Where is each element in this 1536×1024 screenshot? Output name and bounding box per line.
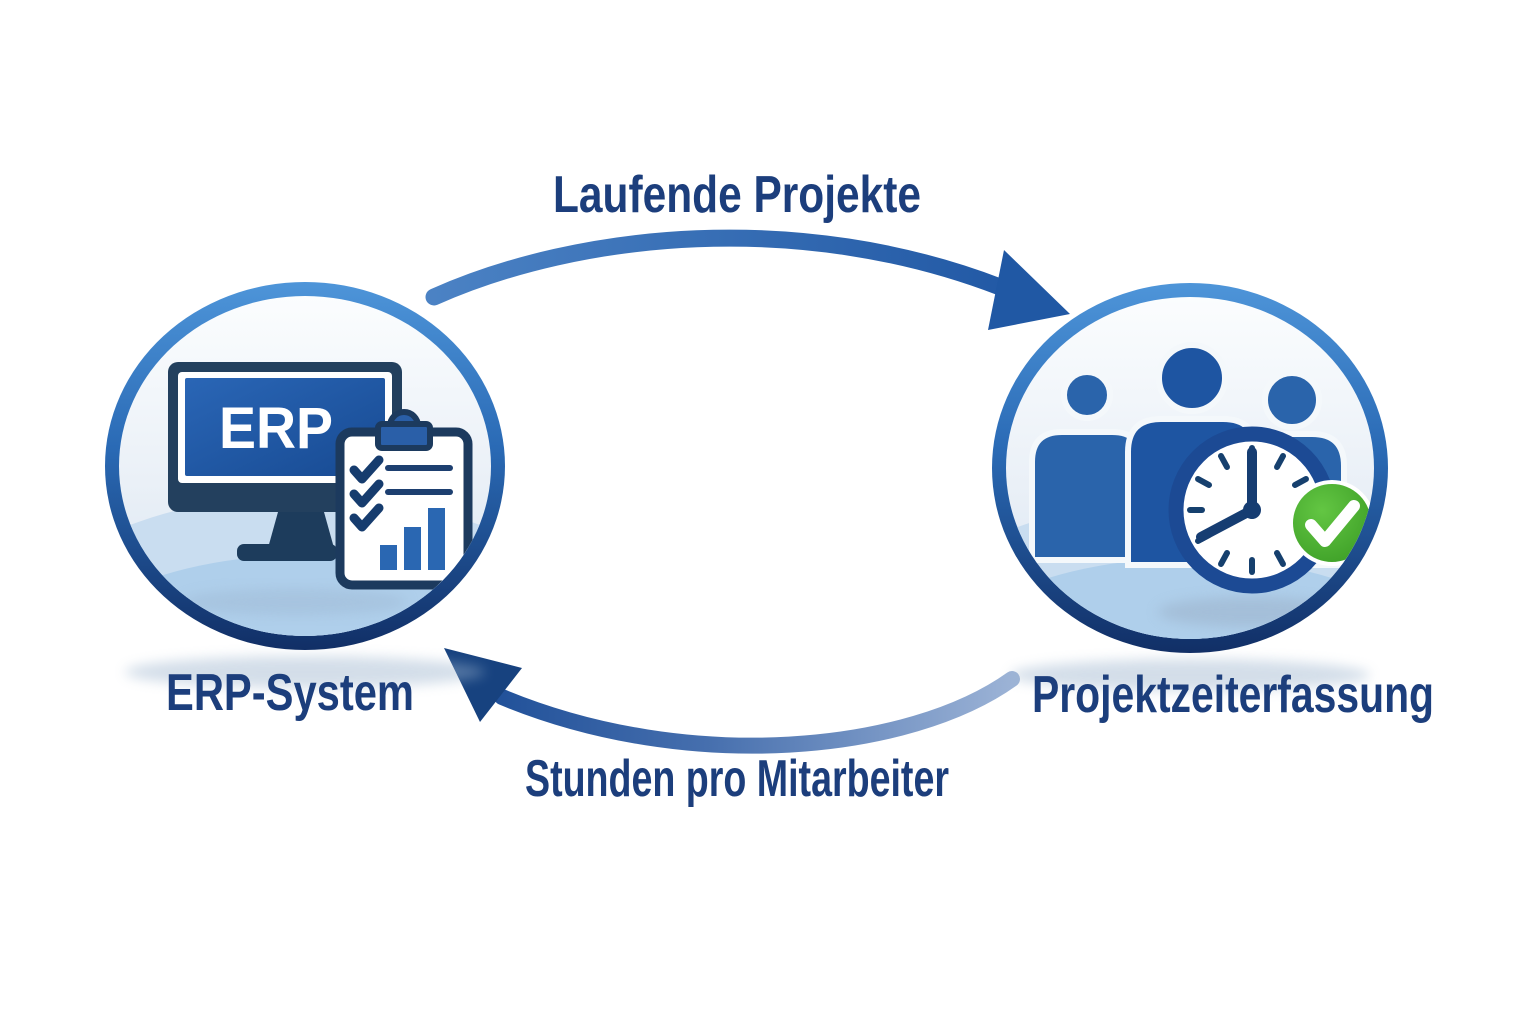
edge-top-arrow-shaft <box>425 229 1009 306</box>
node-label-erp-system: ERP-System <box>166 664 414 722</box>
monitor-screen-text: ERP <box>219 396 333 461</box>
node-projektzeiterfassung <box>992 283 1388 691</box>
edge-bottom-arrow-shaft <box>494 671 1020 754</box>
monitor-stand-base <box>237 544 337 561</box>
monitor-shadow <box>183 589 407 615</box>
clock-hour-hand <box>1196 505 1257 542</box>
check-badge-icon <box>1289 480 1374 566</box>
node-erp-system: ERP <box>105 282 505 688</box>
checklist-clipboard-icon <box>335 409 473 590</box>
clock-icon <box>1168 426 1336 594</box>
edge-label-bottom: Stunden pro Mitarbeiter <box>525 750 949 808</box>
check-badge-checkmark-icon <box>1305 500 1360 547</box>
edge-bottom-arrow <box>444 648 1020 754</box>
node-zeit-ground-shadow <box>1010 659 1370 691</box>
edge-bottom-arrowhead-icon <box>444 648 522 722</box>
person-right-head <box>1262 370 1322 430</box>
edge-label-top: Laufende Projekte <box>553 166 921 224</box>
checkmark-icon-3 <box>349 503 384 532</box>
person-left-head <box>1061 369 1113 421</box>
mini-bar-chart-icon <box>380 508 445 570</box>
person-center-head <box>1156 342 1228 414</box>
bar-3 <box>428 508 445 570</box>
clipboard-clip <box>375 421 433 451</box>
node-label-projektzeiterfassung: Projektzeiterfassung <box>1032 666 1434 724</box>
person-left-icon <box>1029 369 1145 563</box>
node-erp-content: ERP <box>119 362 491 636</box>
edge-top-arrowhead-icon <box>988 250 1070 330</box>
node-zeit-content <box>1006 342 1374 639</box>
clock-hub <box>1243 501 1261 519</box>
bar-2 <box>404 527 421 570</box>
erp-monitor-icon: ERP <box>168 362 402 561</box>
bar-1 <box>380 545 397 570</box>
monitor-screen <box>185 378 385 476</box>
node-erp-ground-shadow <box>125 656 485 688</box>
edge-top-arrow <box>425 229 1070 330</box>
checkmark-icon-1 <box>349 455 384 484</box>
monitor-stand-neck <box>268 512 334 548</box>
checkmark-icon-2 <box>349 479 384 508</box>
